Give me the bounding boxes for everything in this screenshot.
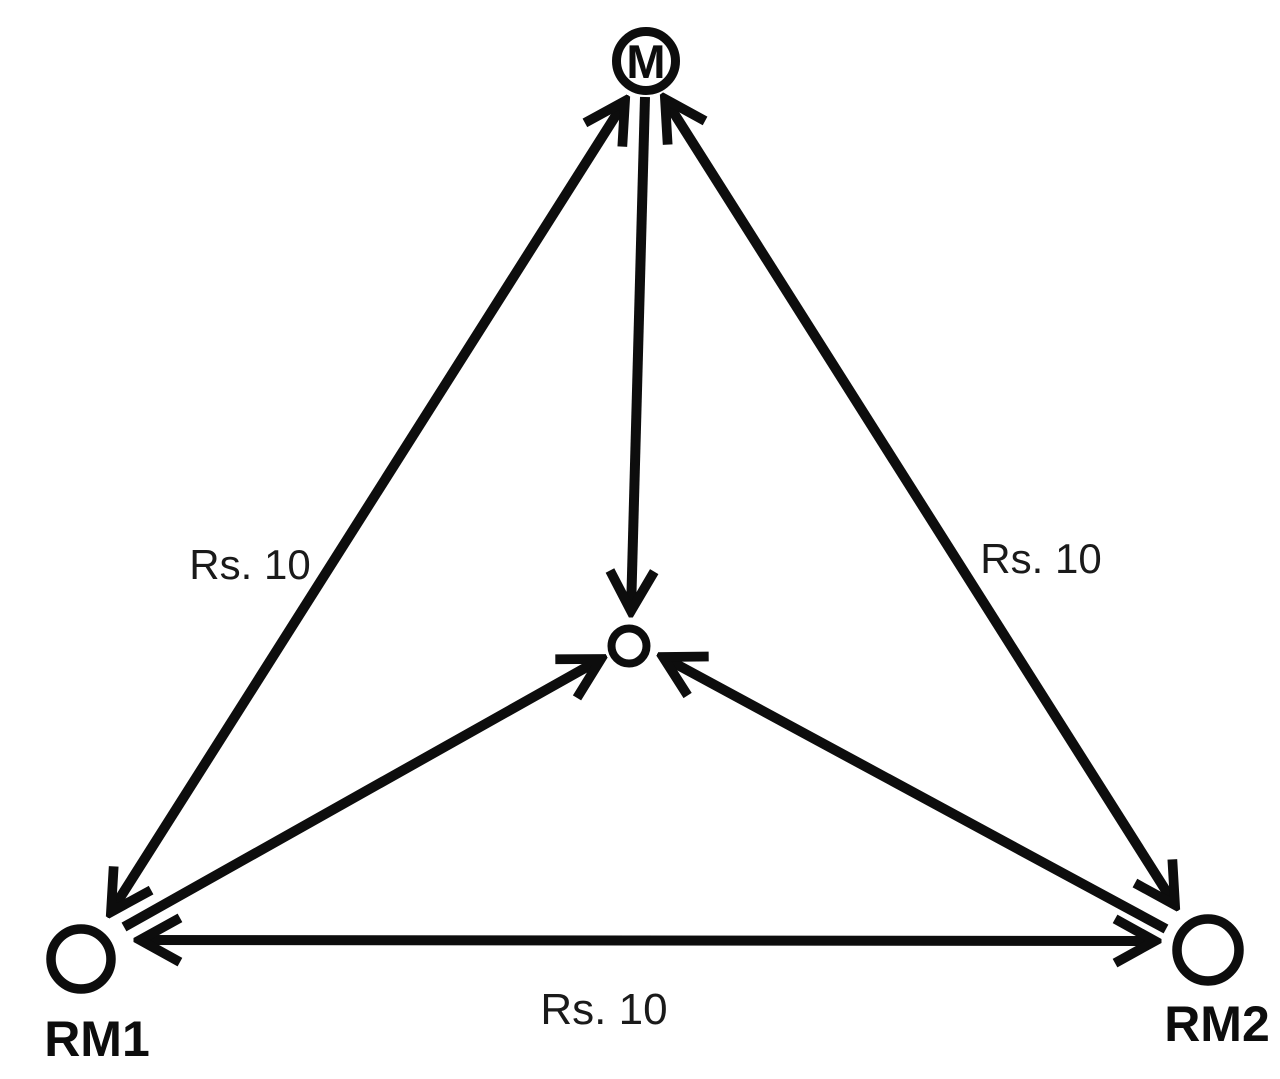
edge-label-rm1-rm2: Rs. 10 — [540, 985, 667, 1034]
node-rm2-label: RM2 — [1164, 996, 1270, 1052]
node-rm2-circle — [1172, 914, 1244, 986]
node-rm1-circle — [46, 924, 116, 994]
edge-m-rm2 — [665, 99, 1175, 905]
edge-label-m-rm2: Rs. 10 — [980, 535, 1101, 582]
edge-m-center — [631, 96, 645, 611]
node-center-circle — [607, 624, 651, 668]
edge-rm1-center — [121, 659, 601, 932]
edge-m-rm1 — [111, 101, 625, 912]
edge-label-m-rm1: Rs. 10 — [189, 541, 310, 588]
node-rm1-label: RM1 — [44, 1011, 150, 1067]
edge-rm2-center — [663, 657, 1169, 934]
edge-rm1-rm2 — [140, 940, 1155, 941]
node-m-label: M — [626, 35, 665, 88]
node-m-circle — [612, 27, 680, 95]
